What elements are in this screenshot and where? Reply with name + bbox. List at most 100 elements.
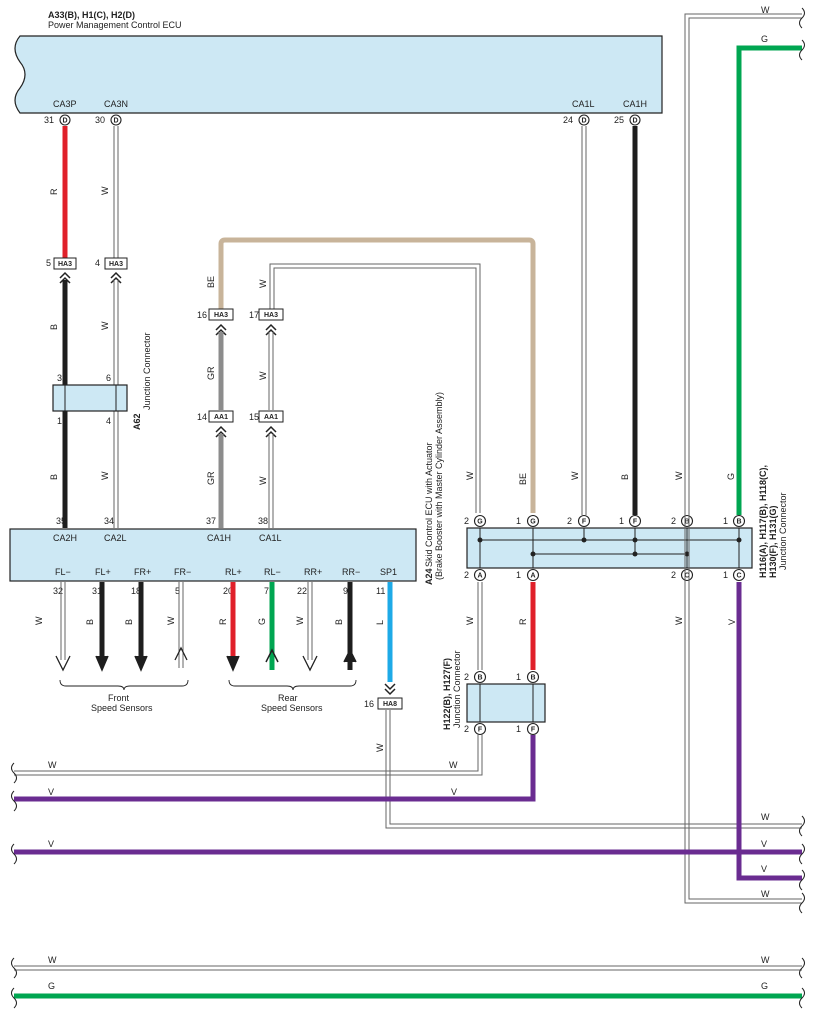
svg-text:W: W bbox=[48, 760, 57, 770]
svg-text:24: 24 bbox=[563, 115, 573, 125]
svg-text:AA1: AA1 bbox=[264, 414, 278, 421]
break-marks bbox=[11, 7, 805, 1009]
svg-text:11: 11 bbox=[376, 586, 385, 596]
a62-name: Junction Connector bbox=[142, 332, 152, 410]
svg-text:W: W bbox=[258, 476, 268, 485]
front-brace bbox=[59, 679, 189, 691]
svg-text:RL−: RL− bbox=[264, 567, 281, 577]
svg-text:GR: GR bbox=[206, 366, 216, 380]
svg-text:HA3: HA3 bbox=[264, 312, 278, 319]
a24-ref: A24 bbox=[424, 568, 434, 585]
svg-text:1: 1 bbox=[723, 516, 728, 526]
tag-aa1-15 bbox=[258, 410, 284, 423]
svg-text:W: W bbox=[674, 616, 684, 625]
a24-ecu-box bbox=[9, 528, 417, 582]
svg-text:31: 31 bbox=[44, 115, 54, 125]
svg-text:G: G bbox=[726, 473, 736, 480]
svg-text:B: B bbox=[530, 675, 535, 682]
ecu-term-ca1l: CA1L bbox=[572, 99, 595, 109]
front-sensors-label-1: Front bbox=[108, 693, 130, 703]
svg-text:W: W bbox=[761, 5, 770, 15]
svg-text:G: G bbox=[530, 519, 536, 526]
svg-text:C: C bbox=[736, 573, 741, 580]
wire-beige bbox=[218, 237, 536, 513]
ecu-pins: 31 D 30 D 24 D 25 D bbox=[44, 114, 641, 126]
svg-text:35: 35 bbox=[56, 516, 66, 526]
svg-text:RL+: RL+ bbox=[225, 567, 242, 577]
wire-top-white-loop bbox=[688, 17, 802, 900]
svg-text:G: G bbox=[477, 519, 483, 526]
svg-text:1: 1 bbox=[516, 672, 521, 682]
svg-text:16: 16 bbox=[364, 699, 374, 709]
svg-text:5: 5 bbox=[175, 586, 180, 596]
wire-label-r: R bbox=[49, 188, 59, 195]
svg-text:17: 17 bbox=[249, 310, 259, 320]
svg-text:14: 14 bbox=[197, 412, 207, 422]
connector-arrow bbox=[59, 271, 71, 284]
svg-text:CA1L: CA1L bbox=[259, 533, 282, 543]
tag-ha3-17 bbox=[258, 308, 284, 321]
svg-text:BE: BE bbox=[206, 276, 216, 288]
wire-top-green bbox=[736, 45, 802, 515]
svg-text:D: D bbox=[581, 118, 586, 125]
svg-text:W: W bbox=[100, 321, 110, 330]
ecu-name: Power Management Control ECU bbox=[48, 20, 182, 30]
svg-text:V: V bbox=[48, 787, 54, 797]
wire-v-left bbox=[14, 735, 536, 802]
svg-text:B: B bbox=[620, 474, 630, 480]
svg-text:RR+: RR+ bbox=[304, 567, 322, 577]
svg-text:B: B bbox=[477, 675, 482, 682]
svg-text:D: D bbox=[113, 118, 118, 125]
svg-text:W: W bbox=[570, 471, 580, 480]
svg-text:B: B bbox=[684, 519, 689, 526]
a62-ref: A62 bbox=[132, 413, 142, 430]
svg-text:HA3: HA3 bbox=[58, 261, 72, 268]
svg-text:BE: BE bbox=[518, 473, 528, 485]
svg-text:W: W bbox=[258, 371, 268, 380]
svg-text:5: 5 bbox=[46, 258, 51, 268]
svg-text:32: 32 bbox=[53, 586, 63, 596]
svg-text:F: F bbox=[478, 727, 483, 734]
svg-text:W: W bbox=[465, 616, 475, 625]
svg-text:F: F bbox=[582, 519, 587, 526]
svg-text:HA3: HA3 bbox=[109, 261, 123, 268]
svg-text:B: B bbox=[49, 474, 59, 480]
svg-text:W: W bbox=[48, 955, 57, 965]
ecu-box bbox=[14, 35, 663, 114]
svg-text:HA8: HA8 bbox=[383, 701, 397, 708]
svg-text:AA1: AA1 bbox=[214, 414, 228, 421]
rear-brace bbox=[228, 679, 357, 691]
svg-text:FL+: FL+ bbox=[95, 567, 111, 577]
svg-text:2: 2 bbox=[671, 516, 676, 526]
jc-right-name: Junction Connector bbox=[778, 492, 788, 570]
svg-text:FR+: FR+ bbox=[134, 567, 151, 577]
tag-ha3-4 bbox=[104, 257, 128, 270]
svg-text:GR: GR bbox=[206, 471, 216, 485]
svg-text:C: C bbox=[684, 573, 689, 580]
svg-text:W: W bbox=[761, 955, 770, 965]
svg-text:6: 6 bbox=[106, 373, 111, 383]
svg-text:G: G bbox=[257, 618, 267, 625]
tag-ha3-16 bbox=[208, 308, 234, 321]
svg-text:2: 2 bbox=[464, 570, 469, 580]
svg-text:F: F bbox=[633, 519, 638, 526]
svg-text:9: 9 bbox=[343, 586, 348, 596]
svg-text:1: 1 bbox=[516, 516, 521, 526]
svg-text:1: 1 bbox=[723, 570, 728, 580]
svg-text:34: 34 bbox=[104, 516, 114, 526]
svg-text:W: W bbox=[100, 186, 110, 195]
svg-text:B: B bbox=[85, 619, 95, 625]
svg-text:F: F bbox=[531, 727, 536, 734]
a24-sub: (Brake Booster with Master Cylinder Asse… bbox=[434, 392, 444, 580]
svg-text:20: 20 bbox=[223, 586, 233, 596]
svg-text:A: A bbox=[530, 573, 535, 580]
svg-text:2: 2 bbox=[567, 516, 572, 526]
svg-text:22: 22 bbox=[297, 586, 307, 596]
svg-text:B: B bbox=[49, 324, 59, 330]
svg-text:18: 18 bbox=[131, 586, 141, 596]
svg-text:CA1H: CA1H bbox=[207, 533, 231, 543]
svg-text:R: R bbox=[218, 618, 228, 625]
svg-text:G: G bbox=[761, 981, 768, 991]
ecu-term-ca3p: CA3P bbox=[53, 99, 77, 109]
